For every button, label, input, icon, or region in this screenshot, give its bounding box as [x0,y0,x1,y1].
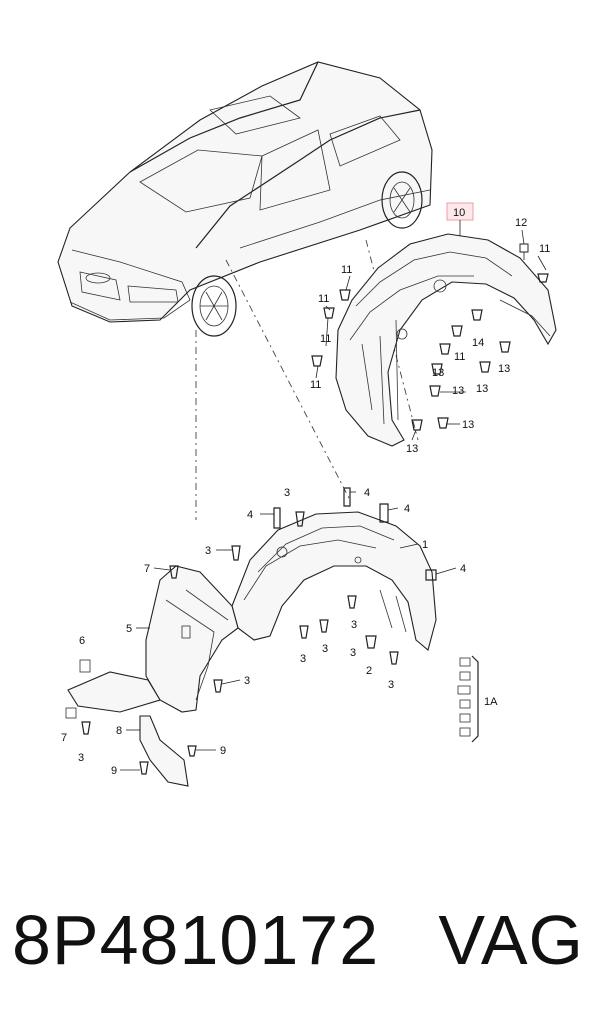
label-11: 11 [320,333,331,345]
screw-icon [347,595,357,609]
label-4: 4 [460,563,466,575]
label-12: 12 [515,217,527,229]
label-13: 13 [498,363,510,375]
label-6: 6 [79,635,85,647]
label-5: 5 [126,623,132,635]
label-13: 13 [476,383,488,395]
screw-icon [499,341,511,353]
screw-icon [169,565,179,579]
screw-icon [319,619,329,633]
part-5-front-section [145,565,239,713]
clip-icon [425,569,437,581]
product-caption: 8P4810172 VAG [0,885,600,995]
label-11: 11 [454,351,465,363]
screw-icon [299,625,309,639]
label-3: 3 [78,752,84,764]
label-8: 8 [116,725,122,737]
screw-icon [81,721,91,735]
brand-name: VAG [438,901,584,979]
clip-icon [379,503,389,523]
label-4: 4 [247,509,253,521]
part-8-flap [139,715,189,787]
part-6-bracket [65,659,161,719]
screw-icon [389,651,399,665]
label-3: 3 [351,619,357,631]
label-4: 4 [404,503,410,515]
clip-icon [273,507,281,529]
label-3: 3 [322,643,328,655]
leader-lines [120,229,547,771]
label-11: 11 [318,293,329,305]
label-3: 3 [205,545,211,557]
label-2: 2 [366,665,372,677]
screw-icon [519,243,529,260]
label-3: 3 [284,487,290,499]
label-11: 11 [539,243,550,255]
screw-icon [323,307,335,319]
screw-icon [479,361,491,373]
label-3: 3 [244,675,250,687]
label-13: 13 [462,419,474,431]
label-3: 3 [300,653,306,665]
label-13: 13 [432,367,444,379]
kit-1a-fasteners [457,655,479,743]
label-1: 1 [422,539,428,551]
screw-icon [431,363,443,375]
label-9: 9 [220,745,226,757]
part-10-wheel-liner [335,233,557,447]
screw-icon [339,289,351,301]
label-7: 7 [61,732,67,744]
label-1a: 1A [484,696,498,708]
label-11: 11 [310,379,321,391]
label-13: 13 [406,443,418,455]
label-7: 7 [144,563,150,575]
screw-icon [471,309,483,321]
part-1-wheel-liner [231,511,437,651]
fasteners-lower [81,487,437,775]
callout-labels: 10 12 11 11 11 11 11 11 14 13 13 13 13 1… [61,207,550,777]
part-number: 8P4810172 [12,901,380,979]
screw-icon [213,679,223,693]
screw-icon [451,325,463,337]
label-11: 11 [341,264,352,276]
screw-icon [429,385,441,397]
screw-icon [439,343,451,355]
screw-icon [411,419,423,431]
screw-icon [139,761,149,775]
screw-icon [311,355,323,367]
label-4: 4 [364,487,370,499]
screw-icon [365,635,377,649]
screw-icon [231,545,241,561]
fasteners-upper [311,243,549,431]
screw-icon [437,417,449,429]
clip-icon [343,487,351,507]
label-14: 14 [472,337,484,349]
screw-icon [537,273,549,283]
label-3: 3 [350,647,356,659]
label-3: 3 [388,679,394,691]
car-illustration [57,61,433,337]
label-9: 9 [111,765,117,777]
parts-diagram: 10 12 11 11 11 11 11 11 14 13 13 13 13 1… [57,61,557,787]
label-10: 10 [453,207,465,219]
screw-icon [295,511,305,527]
label-13: 13 [452,385,464,397]
screw-icon [187,745,197,757]
